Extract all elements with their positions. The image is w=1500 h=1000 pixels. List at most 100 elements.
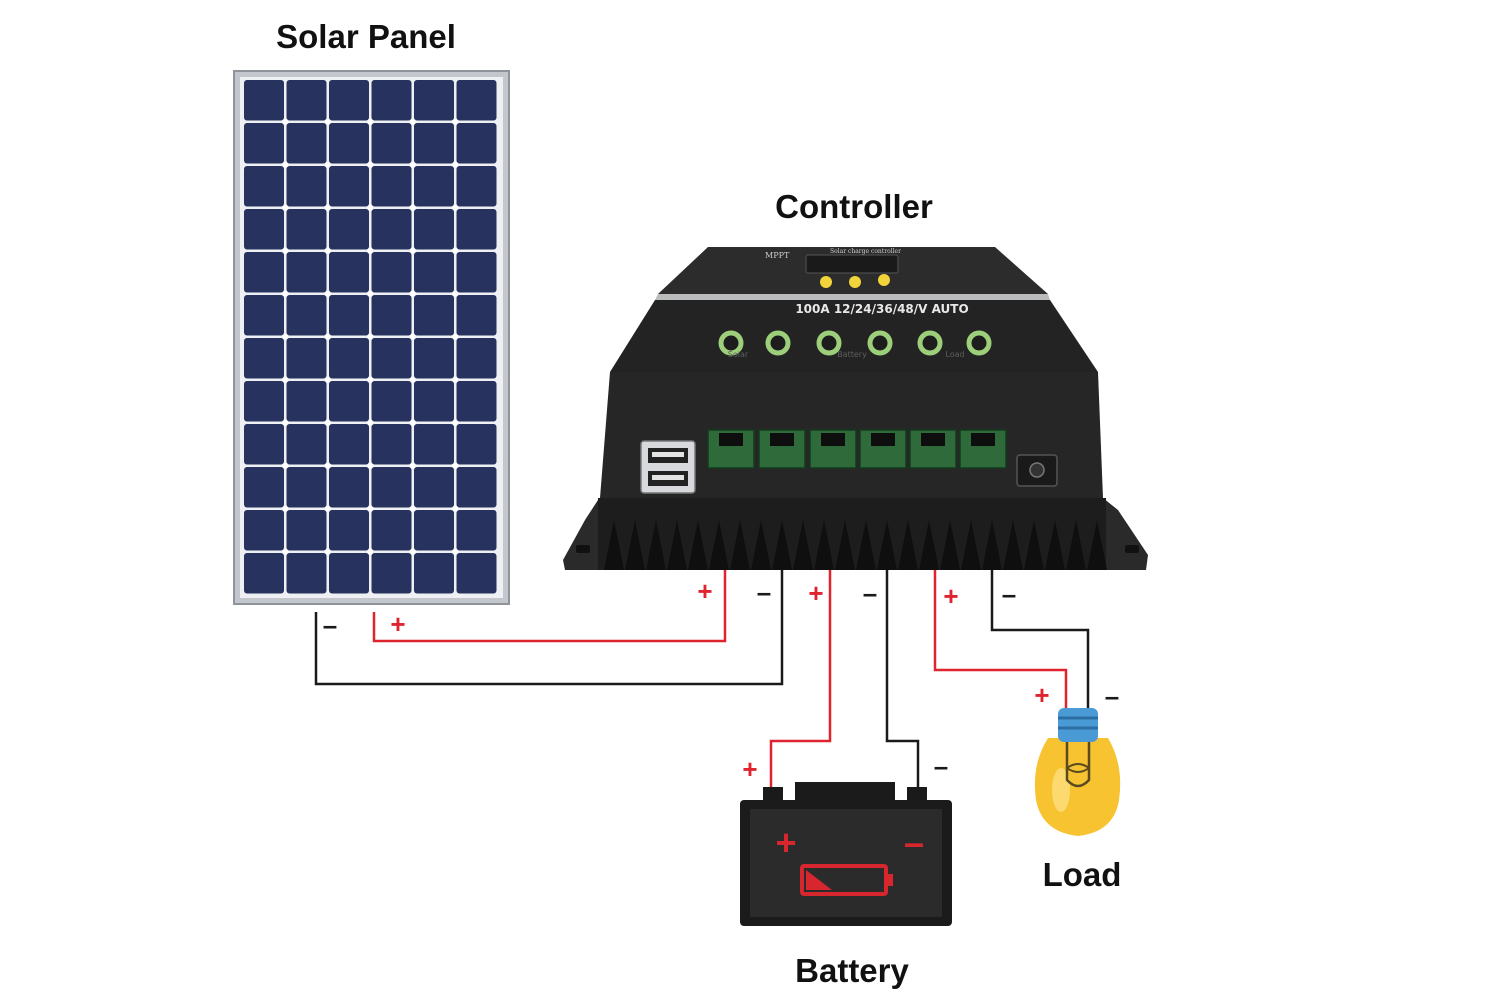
solar-cell	[286, 510, 327, 551]
usb-port-2-tongue	[652, 475, 684, 480]
solar-cell-dot	[324, 462, 331, 469]
solar-cell	[244, 553, 284, 594]
heatsink-fin	[940, 520, 960, 570]
polarity-signs: + – + – + – + – + – + –	[323, 576, 1119, 784]
solar-cell	[329, 295, 369, 336]
bulb-base	[1058, 708, 1098, 742]
solar-cell	[456, 123, 497, 164]
solar-cell	[371, 553, 412, 594]
controller-button-menu	[849, 276, 861, 288]
heatsink-fin	[688, 520, 708, 570]
solar-cell-dot	[409, 376, 416, 383]
solar-cell-dot	[409, 247, 416, 254]
solar-cell	[414, 209, 454, 250]
solar-panel-plus-sign: +	[390, 609, 405, 639]
solar-cell-dot	[367, 505, 374, 512]
controller-strip	[655, 294, 1050, 300]
solar-cell	[414, 381, 454, 422]
load-plus-sign: +	[1034, 680, 1049, 710]
solar-cell	[456, 381, 497, 422]
solar-cell-dot	[367, 247, 374, 254]
solar-cell-dot	[324, 247, 331, 254]
solar-cell-dot	[282, 376, 289, 383]
solar-cell	[371, 381, 412, 422]
controller-indicators	[718, 330, 992, 356]
solar-cell	[414, 338, 454, 379]
solar-cell-dot	[367, 419, 374, 426]
indicator-ring	[917, 330, 943, 356]
solar-cell	[286, 381, 327, 422]
battery-minus-sign: –	[934, 751, 948, 781]
battery-level-fill	[806, 870, 832, 890]
solar-cell	[456, 295, 497, 336]
solar-panel	[233, 70, 510, 605]
solar-cell	[456, 510, 497, 551]
heatsink-fin	[772, 520, 792, 570]
solar-cell	[286, 424, 327, 465]
terminal-screw-window	[821, 433, 845, 446]
solar-cell	[329, 209, 369, 250]
battery-front	[750, 809, 942, 917]
solar-cell	[414, 295, 454, 336]
terminal-block	[707, 429, 755, 469]
solar-cell	[329, 123, 369, 164]
indicator-ring	[966, 330, 992, 356]
battery-level-icon-tip	[886, 874, 893, 886]
heatsink-fin	[919, 520, 939, 570]
solar-cell	[244, 80, 284, 121]
solar-cell	[286, 553, 327, 594]
heatsink-fin	[1045, 520, 1065, 570]
solar-cell-dot	[324, 290, 331, 297]
solar-cell-dot	[282, 548, 289, 555]
solar-panel-label: Solar Panel	[276, 18, 456, 55]
solar-cell-dot	[367, 290, 374, 297]
solar-cell	[244, 252, 284, 293]
solar-cell	[456, 80, 497, 121]
heatsink-fin	[1087, 520, 1107, 570]
solar-cell-dot	[282, 333, 289, 340]
solar-cell	[329, 338, 369, 379]
heatsink-fin	[604, 520, 624, 570]
controller-left-flange	[563, 500, 600, 570]
solar-cell-dot	[367, 462, 374, 469]
bulb-filament-coil	[1066, 763, 1091, 773]
controller-button-up	[820, 276, 832, 288]
solar-cell-dot	[409, 290, 416, 297]
solar-cell-dot	[324, 505, 331, 512]
solar-cell-dot	[282, 505, 289, 512]
solar-cell	[244, 381, 284, 422]
solar-cell-dot	[409, 505, 416, 512]
solar-cell	[414, 424, 454, 465]
solar-cell-dot	[324, 161, 331, 168]
solar-cell	[371, 123, 412, 164]
solar-cell	[244, 209, 284, 250]
heatsink-fin	[898, 520, 918, 570]
solar-cell	[244, 123, 284, 164]
indicator-ring	[867, 330, 893, 356]
heatsink-fin	[751, 520, 771, 570]
solar-cell-dot	[452, 376, 459, 383]
solar-cell-dot	[324, 376, 331, 383]
solar-cell	[244, 338, 284, 379]
controller-brand: MPPT	[765, 251, 790, 260]
indicator-ring	[765, 330, 791, 356]
solar-cell-dot	[452, 505, 459, 512]
solar-cell	[371, 338, 412, 379]
solar-cell	[456, 424, 497, 465]
solar-cell	[286, 123, 327, 164]
heatsink-fin	[961, 520, 981, 570]
solar-cell-dot	[452, 333, 459, 340]
solar-cell	[329, 166, 369, 207]
controller-load-plus-sign: +	[943, 581, 958, 611]
solar-cell	[371, 510, 412, 551]
solar-cell	[244, 295, 284, 336]
controller-load-minus-sign: –	[1002, 579, 1016, 609]
solar-cell-dot	[367, 161, 374, 168]
battery-negative-wire	[885, 470, 920, 792]
solar-cell	[371, 209, 412, 250]
solar-cell-dot	[282, 161, 289, 168]
heatsink-fin	[667, 520, 687, 570]
battery-label: Battery	[795, 952, 909, 989]
solar-cell-dot	[282, 462, 289, 469]
solar-cell	[371, 166, 412, 207]
